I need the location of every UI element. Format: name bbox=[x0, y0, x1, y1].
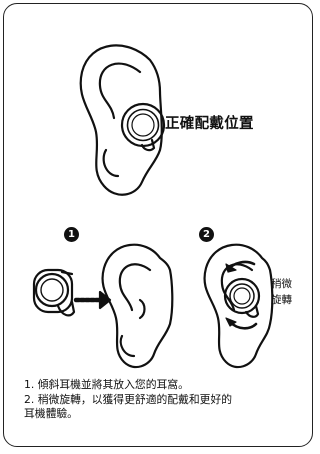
rotate-label: 稍微 旋轉 bbox=[271, 276, 301, 308]
step-1-badge: 1 bbox=[64, 227, 79, 242]
instruction-line-3: 耳機體驗。 bbox=[24, 407, 78, 420]
instruction-line-1: 1. 傾斜耳機並將其放入您的耳窩。 bbox=[24, 378, 189, 391]
earbud-right bbox=[223, 277, 261, 318]
insert-arrow-icon bbox=[73, 290, 112, 310]
ear-illustration-right bbox=[203, 243, 274, 369]
earbud-top bbox=[120, 102, 166, 152]
instructions-text: 1. 傾斜耳機並將其放入您的耳窩。 2. 稍微旋轉，以獲得更舒適的配戴和更好的 … bbox=[24, 378, 302, 422]
ear-illustration-left bbox=[101, 243, 174, 369]
ear-illustration-top bbox=[79, 44, 163, 196]
rotate-arrows-icon bbox=[225, 260, 258, 330]
rotate-label-line-2: 旋轉 bbox=[271, 294, 292, 306]
step-2-badge: 2 bbox=[199, 227, 214, 242]
rotate-label-line-1: 稍微 bbox=[271, 278, 292, 290]
instruction-line-2: 2. 稍微旋轉，以獲得更舒適的配戴和更好的 bbox=[24, 392, 233, 406]
page-title: 正確配戴位置 bbox=[165, 116, 254, 132]
earbud-left bbox=[32, 268, 76, 317]
